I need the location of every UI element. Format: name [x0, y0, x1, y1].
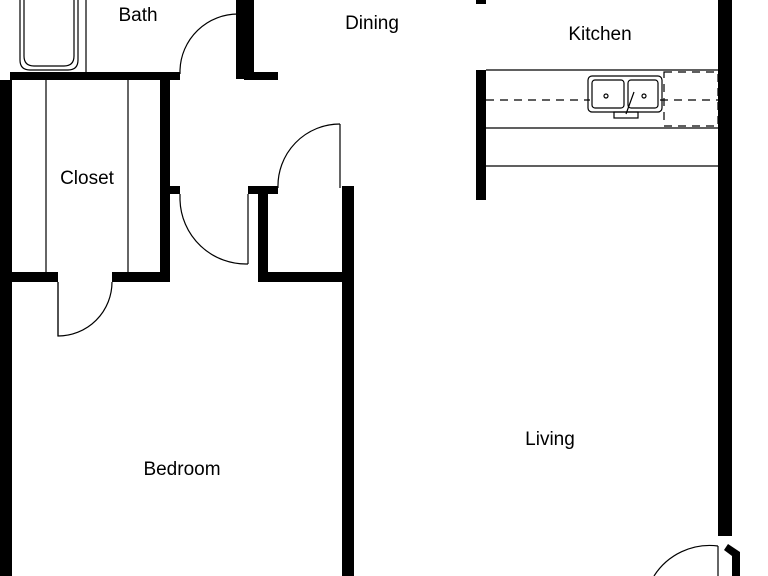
walls [0, 0, 740, 576]
wall-closet-bottom-right [112, 272, 168, 282]
kitchen-counter [486, 69, 719, 167]
closet-area [45, 80, 129, 337]
label-dining: Dining [345, 13, 399, 34]
wall-kitchen-top-stub [476, 0, 486, 4]
bathtub-inner [23, 0, 75, 67]
label-closet: Closet [60, 168, 115, 189]
hall-closet-door [277, 123, 341, 189]
closet-door [57, 281, 113, 337]
bath-wall-right [236, 0, 244, 79]
bedroom-door [179, 194, 249, 265]
wall-left-outer [0, 80, 12, 576]
wall-bath-bottom [10, 72, 180, 80]
wall-dining-stub [244, 72, 278, 80]
wall-dining-left [244, 0, 254, 80]
wall-right-angled [724, 544, 740, 576]
wall-right-outer [718, 0, 732, 536]
dishwasher [663, 71, 719, 127]
label-kitchen: Kitchen [568, 24, 631, 45]
label-living: Living [525, 429, 575, 450]
wall-bedroom-top [258, 272, 348, 282]
wall-hall-left-stub [168, 186, 180, 194]
wall-kitchen-left [476, 70, 486, 200]
label-bath: Bath [118, 5, 157, 26]
wall-bedroom-hall [258, 192, 268, 282]
wall-closet-right [160, 80, 170, 282]
wall-closet-bottom-left [10, 272, 58, 282]
label-bedroom: Bedroom [143, 459, 220, 480]
kitchen-sink [587, 75, 663, 119]
bathtub [19, 0, 79, 71]
wall-hall-right-stub [248, 186, 278, 194]
hall-doors [179, 123, 719, 576]
wall-bedroom-right [342, 186, 354, 576]
bath-area [19, 0, 244, 79]
bath-door [179, 13, 239, 74]
entry-door [653, 544, 719, 576]
